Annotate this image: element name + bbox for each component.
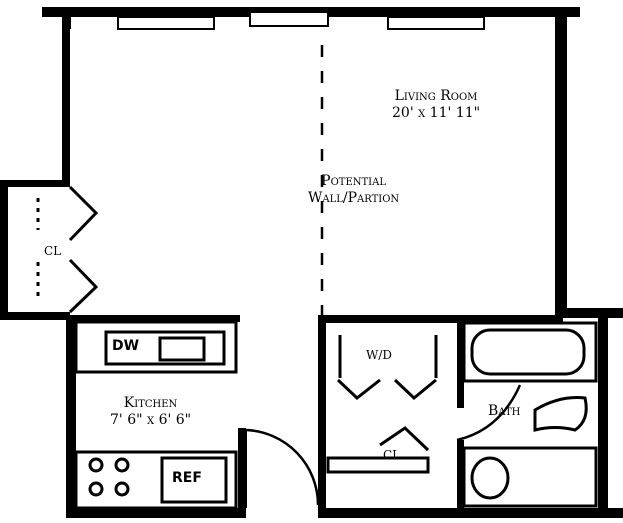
bath-door-swing [456,384,522,442]
living-room-dimensions: 20' x 11' 11" [392,104,481,121]
kitchen-name: Kitchen [123,395,178,411]
toilet [533,396,588,432]
partition-line-2: Wall/Partion [308,189,400,206]
dishwasher-label: DW [112,338,140,354]
kitchen-label: Kitchen 7' 6" x 6' 6" [110,395,191,429]
closet-bottom [326,426,430,474]
bathtub [462,321,598,383]
stove-burners [88,457,130,497]
living-room-name: Living Room [394,88,478,104]
kitchen-dimensions: 7' 6" x 6' 6" [110,411,192,428]
living-room-label: Living Room 20' x 11' 11" [392,88,480,122]
partition-label: Potential Wall/Partion [308,173,399,207]
kitchen-door-swing [245,428,320,506]
closet-left-doors [36,185,99,314]
exterior-walls [0,7,623,518]
kitchen-counters [74,320,238,510]
closet-bottom-label: CL [383,448,401,462]
closet-left-label: CL [44,244,62,258]
refrigerator-label: REF [172,470,202,486]
wd-doors [336,335,438,400]
bath-sink [462,446,598,508]
bath-label: Bath [488,403,521,419]
wd-label: W/D [366,348,392,362]
windows [117,11,485,30]
partition-line-1: Potential [321,173,386,189]
